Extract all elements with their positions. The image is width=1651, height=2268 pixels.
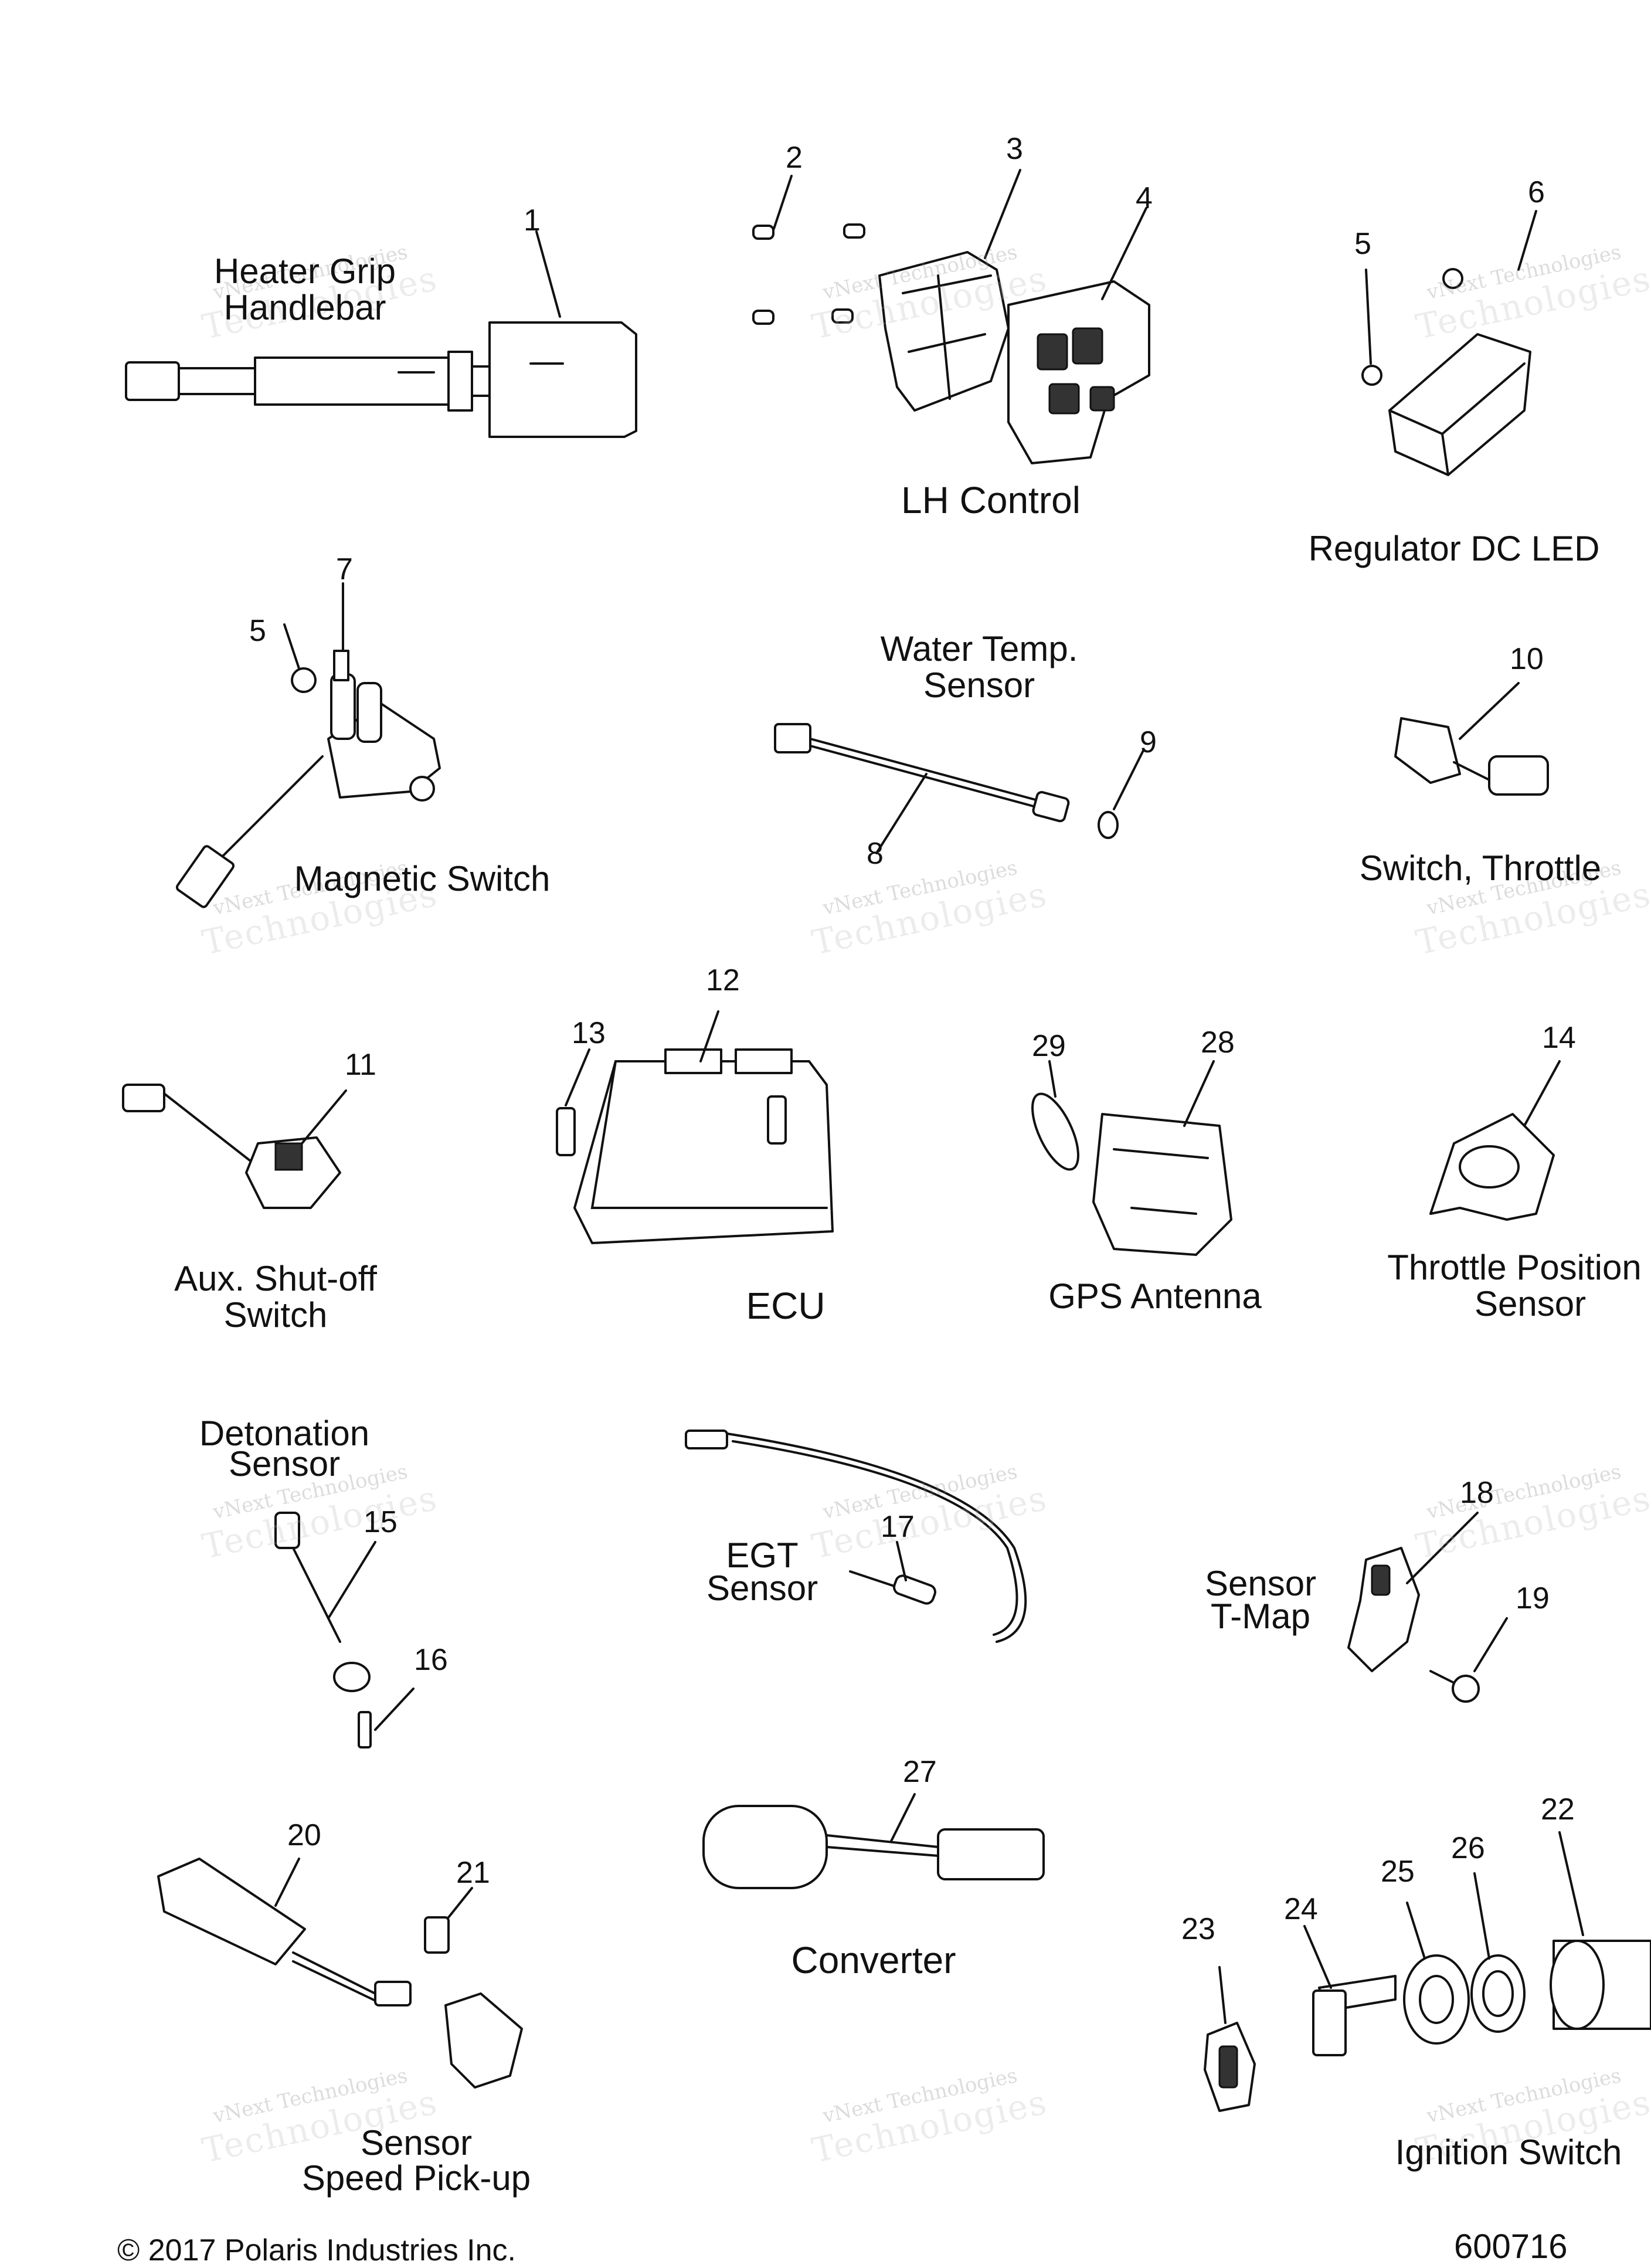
label-converter: Converter (791, 1939, 956, 1981)
callout-5a: 5 (1354, 227, 1371, 261)
callout-23: 23 (1181, 1912, 1215, 1946)
label-speed-sensor: Sensor (360, 2123, 473, 2162)
callout-18: 18 (1460, 1476, 1494, 1510)
label-throttle-position: Throttle Position (1387, 1248, 1642, 1287)
label-tmap: T-Map (1210, 1597, 1311, 1636)
callout-27: 27 (903, 1755, 937, 1789)
label-aux-shutoff: Aux. Shut-off (174, 1259, 377, 1298)
gps-antenna-drawing (1031, 1060, 1232, 1256)
label-ecu: ECU (746, 1285, 826, 1327)
water-temp-sensor-drawing (774, 723, 1144, 854)
callout-16: 16 (414, 1643, 448, 1677)
switch-throttle-drawing (1394, 682, 1549, 796)
callout-28: 28 (1201, 1026, 1235, 1060)
callout-4: 4 (1136, 181, 1153, 215)
callout-15: 15 (364, 1505, 398, 1539)
callout-6: 6 (1528, 175, 1545, 209)
callout-12: 12 (706, 963, 740, 997)
callout-9: 9 (1140, 725, 1157, 759)
label-lh-control: LH Control (901, 479, 1081, 521)
callout-24: 24 (1284, 1892, 1318, 1926)
aux-shutoff-switch-drawing (122, 1084, 347, 1209)
regulator-drawing (1361, 210, 1537, 476)
label-aux-switch: Switch (223, 1295, 328, 1335)
copyright-notice: © 2017 Polaris Industries Inc. (117, 2233, 516, 2267)
label-egt: EGT (726, 1536, 799, 1575)
callout-10: 10 (1510, 642, 1544, 676)
callout-29: 29 (1032, 1029, 1066, 1063)
label-detonation-sensor: Sensor (228, 1444, 341, 1483)
label-ignition-switch: Ignition Switch (1395, 2133, 1622, 2172)
callout-2: 2 (786, 141, 803, 175)
label-tmap-sensor: Sensor (1204, 1564, 1317, 1603)
label-detonation: Detonation (199, 1414, 370, 1453)
label-regulator: Regulator DC LED (1308, 529, 1600, 568)
callout-1: 1 (524, 203, 541, 237)
label-egt-sensor: Sensor (706, 1568, 818, 1608)
figure-number: 600716 (1454, 2228, 1568, 2266)
callout-11: 11 (345, 1048, 376, 1082)
callout-21: 21 (456, 1856, 490, 1890)
ignition-switch-drawing (1204, 1831, 1651, 2112)
detonation-sensor-drawing (274, 1512, 415, 1748)
ecu-drawing (556, 1010, 834, 1244)
callout-17: 17 (881, 1510, 915, 1544)
speed-sensor-drawing (157, 1858, 523, 2089)
callout-13: 13 (572, 1016, 606, 1050)
label-water-temp-sensor: Sensor (923, 666, 1035, 705)
callout-3: 3 (1006, 132, 1023, 166)
callout-14: 14 (1542, 1021, 1576, 1055)
label-heater-grip: Heater Grip (213, 252, 396, 291)
heater-grip-drawing (125, 230, 637, 438)
label-speed-pickup: Speed Pick-up (301, 2158, 531, 2198)
label-switch-throttle: Switch, Throttle (1359, 848, 1602, 888)
egt-sensor-drawing (685, 1430, 1027, 1643)
callout-19: 19 (1516, 1581, 1550, 1615)
label-tps-sensor: Sensor (1474, 1284, 1587, 1323)
label-handlebar: Handlebar (223, 288, 386, 327)
magnetic-switch-drawing (175, 582, 441, 908)
throttle-position-sensor-drawing (1429, 1060, 1561, 1221)
callout-20: 20 (287, 1818, 321, 1852)
label-gps-antenna: GPS Antenna (1048, 1276, 1262, 1316)
label-water-temp: Water Temp. (880, 629, 1078, 668)
label-magnetic-switch: Magnetic Switch (294, 859, 551, 898)
callout-7: 7 (336, 552, 353, 586)
tmap-sensor-drawing (1347, 1512, 1508, 1703)
converter-drawing (702, 1793, 1045, 1889)
callout-5b: 5 (249, 614, 266, 648)
callout-26: 26 (1451, 1831, 1485, 1865)
lh-control-drawing (752, 169, 1150, 464)
callout-25: 25 (1381, 1855, 1415, 1889)
callout-22: 22 (1541, 1792, 1575, 1826)
callout-8: 8 (867, 837, 884, 871)
